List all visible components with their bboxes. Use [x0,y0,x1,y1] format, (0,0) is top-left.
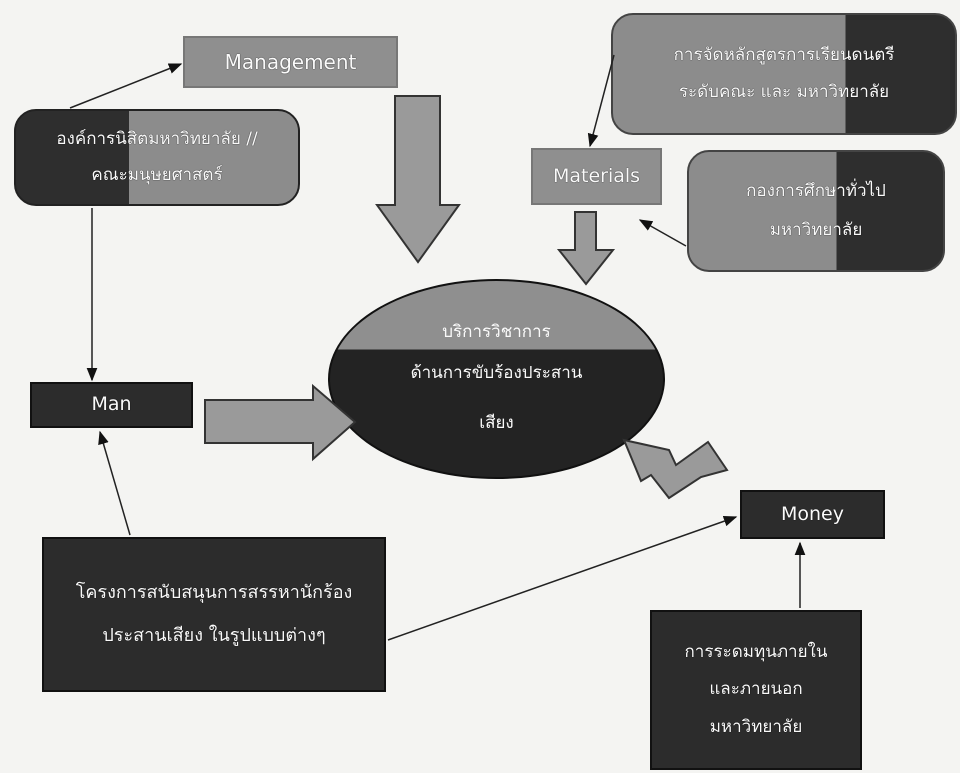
general-education-line-1: กองการศึกษาทั่วไป [746,180,886,201]
center-line-1: บริการวิชาการ [442,322,551,342]
management-box: Management [183,36,398,88]
curriculum-line-1: การจัดหลักสูตรการเรียนดนตรี [673,44,895,65]
project-box: โครงการสนับสนุนการสรรหานักร้อง ประสานเสี… [42,537,386,692]
money-box: Money [740,490,885,539]
materials-box: Materials [531,148,662,205]
arrow-org-to-management [69,63,183,109]
man-box: Man [30,382,193,428]
arrow-curriculum-to-materials [587,54,615,148]
general-education-box: กองการศึกษาทั่วไป มหาวิทยาลัย [687,150,945,272]
arrow-project-to-money [387,515,738,641]
management-label: Management [224,49,357,74]
fundraising-line-2: และภายนอก [709,679,803,700]
block-arrow-materials [556,211,616,286]
academic-service-ellipse: บริการวิชาการ ด้านการขับร้องประสาน เสียง [328,279,665,479]
project-line-1: โครงการสนับสนุนการสรรหานักร้อง [75,582,353,603]
organization-box: องค์การนิสิตมหาวิทยาลัย // คณะมนุษยศาสตร… [14,109,300,206]
curriculum-line-2: ระดับคณะ และ มหาวิทยาลัย [678,82,890,102]
project-line-2: ประสานเสียง ในรูปแบบต่างๆ [102,624,326,646]
arrow-project-to-man [98,430,131,536]
materials-label: Materials [552,164,641,187]
fundraising-line-1: การระดมทุนภายใน [684,642,828,663]
block-arrow-money [622,438,729,500]
fundraising-box: การระดมทุนภายใน และภายนอก มหาวิทยาลัย [650,610,862,770]
organization-line-1: องค์การนิสิตมหาวิทยาลัย // [56,129,258,150]
block-arrow-man [204,383,357,462]
general-education-line-2: มหาวิทยาลัย [769,220,863,240]
block-arrow-management [375,95,461,264]
fundraising-line-3: มหาวิทยาลัย [709,716,803,737]
center-line-2: ด้านการขับร้องประสาน [410,363,583,383]
organization-line-2: คณะมนุษยศาสตร์ [91,164,223,185]
curriculum-box: การจัดหลักสูตรการเรียนดนตรี ระดับคณะ และ… [611,13,957,135]
center-line-3: เสียง [479,413,514,433]
money-label: Money [781,502,844,525]
man-label: Man [91,393,132,416]
arrow-department-to-materials [638,219,687,247]
